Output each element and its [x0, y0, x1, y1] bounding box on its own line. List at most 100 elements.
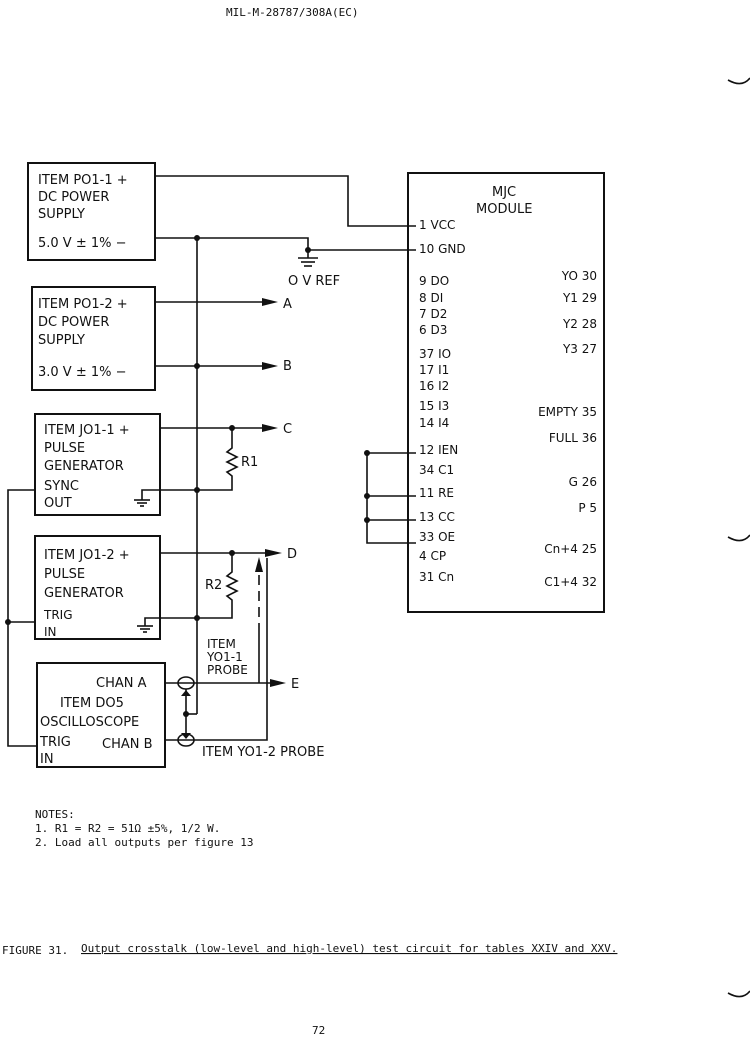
margin-mark-bottom — [727, 990, 750, 998]
module-left-pin-label: 4 CP — [419, 549, 446, 563]
wire-vcc — [155, 175, 416, 227]
note-1: 1. R1 = R2 = 51Ω ±5%, 1/2 W. — [35, 822, 220, 835]
figure-caption-text: Output crosstalk (low-level and high-lev… — [81, 942, 617, 955]
resistor-r2-label: R2 — [205, 578, 222, 593]
svg-text:ITEM PO1-2 +: ITEM PO1-2 + — [38, 297, 128, 312]
junction-dot — [194, 235, 200, 241]
svg-text:ITEM PO1-1 +: ITEM PO1-1 + — [38, 173, 128, 188]
module-right-pin-label: EMPTY 35 — [538, 405, 597, 419]
wire-chan-b — [165, 558, 268, 741]
probe-y01-1-label: PROBE — [207, 663, 248, 677]
module-left-pin-label: 15 I3 — [419, 399, 449, 413]
svg-text:ITEM JO1-2 +: ITEM JO1-2 + — [44, 548, 130, 563]
module-left-pin-label: 7 D2 — [419, 307, 447, 321]
module-left-pin-label: 10 GND — [419, 242, 466, 256]
node-d-label: D — [287, 547, 297, 562]
svg-text:PULSE: PULSE — [44, 567, 85, 582]
ground-symbol-jo1-2 — [137, 625, 153, 633]
svg-text:PULSE: PULSE — [44, 441, 85, 456]
module-left-pin-label: 9 DO — [419, 274, 449, 288]
module-left-pin-label: 34 C1 — [419, 463, 454, 477]
svg-text:3.0 V ± 1% −: 3.0 V ± 1% − — [38, 365, 127, 380]
svg-text:IN: IN — [40, 752, 54, 767]
module-right-pins: YO 30 Y1 29 Y2 28 Y3 27 EMPTY 35 FULL 36 G 26 P… — [538, 269, 597, 589]
svg-text:5.0 V ± 1% −: 5.0 V ± 1% − — [38, 236, 127, 251]
module-right-pin-label: Y3 27 — [562, 342, 597, 356]
junction-dot — [364, 517, 370, 523]
node-a-label: A — [283, 297, 292, 312]
pulse-generator-jo1-1: ITEM JO1-1 + PULSE GENERATOR SYNC OUT — [34, 413, 161, 516]
probe-coax-a — [177, 676, 195, 736]
wire-gnd — [155, 237, 416, 251]
module-right-pin-label: Y1 29 — [562, 291, 597, 305]
module-right-pin-label: P 5 — [578, 501, 597, 515]
module-left-pin-label: 37 IO — [419, 347, 451, 361]
junction-dot — [183, 711, 189, 717]
ground-symbol-jo1-1 — [134, 499, 150, 507]
svg-text:MJC: MJC — [492, 185, 516, 200]
module-left-pin-label: 8 DI — [419, 291, 443, 305]
svg-text:SUPPLY: SUPPLY — [38, 207, 85, 222]
module-right-pin-label: C1+4 32 — [544, 575, 597, 589]
svg-text:ITEM DO5: ITEM DO5 — [60, 696, 124, 711]
notes-heading: NOTES: — [35, 808, 75, 821]
module-right-pin-label: FULL 36 — [549, 431, 597, 445]
probe-y01-1-arrow — [255, 557, 263, 572]
svg-text:GENERATOR: GENERATOR — [44, 459, 124, 474]
svg-text:CHAN B: CHAN B — [102, 737, 153, 752]
node-e-label: E — [291, 677, 299, 692]
node-b-label: B — [283, 359, 292, 374]
arrow-b — [262, 362, 278, 370]
figure-caption-prefix: FIGURE 31. — [2, 944, 68, 957]
pulse-generator-jo1-2: ITEM JO1-2 + PULSE GENERATOR TRIG IN — [34, 535, 161, 640]
arrow-a — [262, 298, 278, 306]
ov-ref-label: O V REF — [288, 274, 340, 289]
svg-text:MODULE: MODULE — [476, 202, 532, 217]
module-left-pin-label: 31 Cn — [419, 570, 454, 584]
junction-dot — [194, 363, 200, 369]
svg-text:GENERATOR: GENERATOR — [44, 586, 124, 601]
module-right-pin-label: YO 30 — [561, 269, 597, 283]
module-left-pin-label: 6 D3 — [419, 323, 447, 337]
svg-text:TRIG: TRIG — [43, 608, 73, 622]
probe-y01-1-label: YO1-1 — [206, 650, 243, 664]
svg-text:IN: IN — [44, 625, 57, 639]
module-left-pin-label: 14 I4 — [419, 416, 449, 430]
module-left-pin-label: 13 CC — [419, 510, 455, 524]
junction-dot — [364, 450, 370, 456]
module-left-pin-label: 12 IEN — [419, 443, 458, 457]
svg-text:TRIG: TRIG — [39, 735, 71, 750]
svg-text:OSCILLOSCOPE: OSCILLOSCOPE — [40, 715, 139, 730]
probe-y01-2-label: ITEM YO1-2 PROBE — [202, 745, 324, 760]
svg-text:OUT: OUT — [44, 496, 72, 511]
node-c-label: C — [283, 422, 292, 437]
probe-y01-1-label: ITEM — [207, 637, 236, 651]
module-left-pin-label: 1 VCC — [419, 218, 455, 232]
document-id: MIL-M-28787/308A(EC) — [226, 6, 358, 19]
module-left-pin-label: 33 OE — [419, 530, 455, 544]
mjc-module: MJC MODULE — [407, 172, 605, 613]
module-right-pin-label: Cn+4 25 — [544, 542, 597, 556]
power-supply-po1-2: ITEM PO1-2 + DC POWER SUPPLY 3.0 V ± 1% … — [31, 286, 156, 391]
resistor-r1 — [197, 425, 239, 491]
module-right-pin-label: G 26 — [569, 475, 597, 489]
page-number: 72 — [312, 1024, 325, 1037]
module-left-pin-label: 17 I1 — [419, 363, 449, 377]
module-right-pin-label: Y2 28 — [562, 317, 597, 331]
wire-sync-loop — [7, 489, 37, 747]
svg-text:DC POWER: DC POWER — [38, 190, 109, 205]
wire-trig-ground — [144, 617, 197, 626]
ground-symbol-ov-ref — [298, 247, 318, 267]
arrow-d — [265, 549, 282, 557]
arrow-e — [270, 679, 286, 687]
note-2: 2. Load all outputs per figure 13 — [35, 836, 254, 849]
arrow-c — [262, 424, 278, 432]
oscilloscope-do5: CHAN A ITEM DO5 OSCILLOSCOPE TRIG CHAN B… — [36, 662, 166, 768]
junction-dot — [364, 493, 370, 499]
module-left-pin-label: 11 RE — [419, 486, 454, 500]
junction-dot — [5, 619, 11, 625]
svg-text:CHAN A: CHAN A — [96, 676, 147, 691]
svg-text:SUPPLY: SUPPLY — [38, 333, 85, 348]
power-supply-po1-1: ITEM PO1-1 + DC POWER SUPPLY 5.0 V ± 1% … — [27, 162, 156, 261]
